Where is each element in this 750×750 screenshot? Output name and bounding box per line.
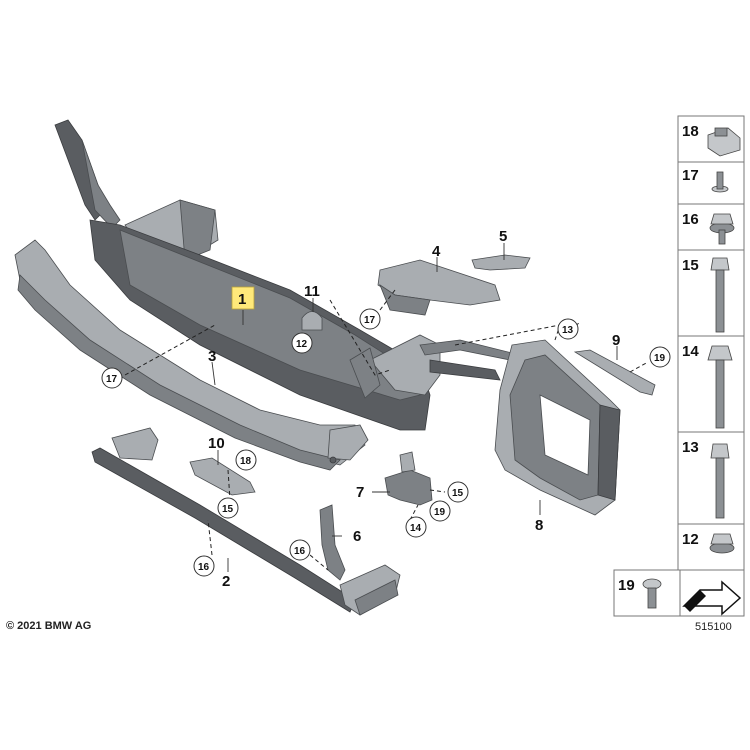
callout-19b: 19: [649, 346, 671, 368]
bracket-10: [189, 457, 256, 496]
diagram-number: 515100: [695, 621, 732, 633]
label-6: 6: [353, 528, 361, 545]
table-num-13: 13: [682, 439, 699, 456]
bumper-reinforcement: [14, 239, 369, 471]
upper-bracket-4: [377, 259, 501, 316]
flange-nut-icon: [709, 213, 735, 245]
callout-15b: 15: [447, 481, 469, 503]
bracket-6: [319, 504, 346, 581]
long-bolt-15-icon: [710, 257, 730, 333]
callout-16b: 16: [289, 539, 311, 561]
label-2: 2: [222, 573, 230, 590]
label-9: 9: [612, 332, 620, 349]
svg-text:15: 15: [222, 504, 234, 515]
hex-bolt-14-icon: [707, 345, 733, 429]
orientation-arrow-icon: [682, 580, 742, 616]
svg-text:19: 19: [654, 353, 666, 364]
table-num-19: 19: [618, 577, 635, 594]
leader-lines: [211, 243, 618, 572]
small-screw-icon: [711, 171, 729, 193]
callout-17b: 17: [359, 308, 381, 330]
svg-text:18: 18: [240, 456, 252, 467]
front-carrier-beam: [54, 119, 441, 431]
bracket-7: [384, 451, 433, 506]
hardware-table: 18 17 16 15 14 13 12 19: [613, 115, 745, 617]
callout-13: 13: [557, 318, 579, 340]
table-num-18: 18: [682, 123, 699, 140]
label-11: 11: [304, 283, 320, 300]
callout-17a: 17: [101, 367, 123, 389]
struts: [419, 339, 521, 381]
label-7: 7: [356, 484, 364, 501]
label-8: 8: [535, 517, 543, 534]
callout-19a: 19: [429, 500, 451, 522]
svg-text:17: 17: [364, 315, 376, 326]
copyright-text: © 2021 BMW AG: [6, 620, 92, 632]
label-1: 1: [238, 291, 246, 308]
strip-9: [573, 349, 656, 396]
callout-16a: 16: [193, 555, 215, 577]
screw-19-icon: [642, 578, 662, 609]
table-num-17: 17: [682, 167, 699, 184]
svg-text:16: 16: [294, 546, 306, 557]
svg-text:12: 12: [296, 339, 308, 350]
svg-text:16: 16: [198, 562, 210, 573]
callout-14: 14: [405, 516, 427, 538]
svg-text:17: 17: [106, 374, 118, 385]
label-4: 4: [432, 243, 441, 260]
nut-12-icon: [709, 533, 735, 554]
table-num-15: 15: [682, 257, 699, 274]
part-labels: 1 2 3 4 5 6 7 8 9 10 11: [208, 228, 620, 590]
label-3: 3: [208, 348, 216, 365]
circle-callouts: 12 13 14 15 15 16 16 17 17 18 19 19: [101, 308, 671, 577]
svg-text:13: 13: [562, 325, 574, 336]
svg-text:14: 14: [410, 523, 422, 534]
callout-18: 18: [235, 449, 257, 471]
svg-text:19: 19: [434, 507, 446, 518]
radiator-support-frame: [494, 339, 621, 516]
clip-11: [301, 311, 323, 331]
bolt-13-icon: [710, 443, 730, 519]
svg-text:15: 15: [452, 488, 464, 499]
label-5: 5: [499, 228, 507, 245]
lower-crash-bar: [91, 427, 401, 616]
table-num-16: 16: [682, 211, 699, 228]
callout-15a: 15: [217, 497, 239, 519]
table-num-14: 14: [682, 343, 699, 360]
small-bracket-5: [471, 254, 531, 271]
clip-nut-icon: [707, 127, 741, 157]
label-10: 10: [208, 435, 225, 452]
table-num-12: 12: [682, 531, 699, 548]
callout-12: 12: [291, 332, 313, 354]
